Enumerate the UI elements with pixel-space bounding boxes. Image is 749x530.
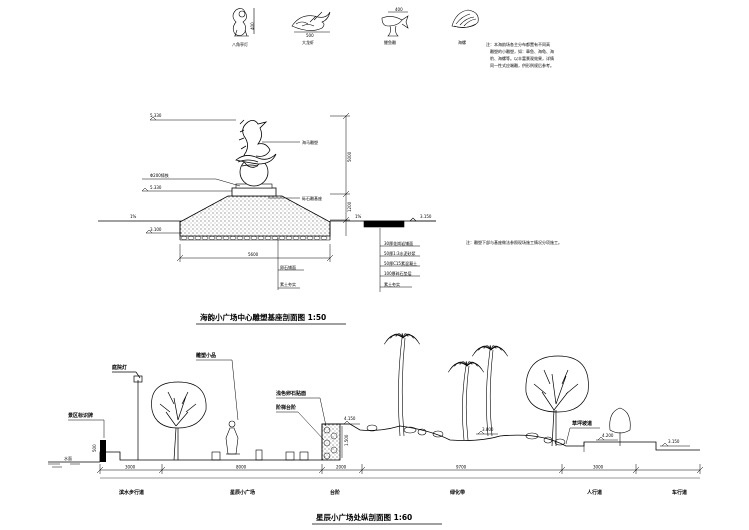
segment-name-label: 人行道 — [586, 489, 602, 496]
segment-name-label: 车行道 — [672, 489, 687, 496]
carp-sculpture-icon — [381, 11, 409, 37]
elev-mid-label: 5.330 — [150, 185, 162, 190]
segment-name-label: 绿化带 — [450, 489, 465, 496]
segment-name-label: 滨水步行道 — [119, 489, 144, 496]
legend-dim-a: 400 — [250, 22, 255, 30]
palm-tree-icon — [472, 345, 508, 437]
segment-dim-label: 2000 — [336, 465, 347, 470]
label-compacted-soil: 素土夯实 — [280, 281, 296, 287]
label-steps: 阶梯台阶 — [276, 404, 297, 411]
construction-layers — [379, 228, 420, 292]
stone-wall-pebbles — [323, 426, 338, 460]
label-pebble-paving: 卵石铺面 — [280, 264, 296, 270]
dim-height-1200: 1200 — [347, 201, 352, 212]
legend-item-4-label: 海螺 — [458, 39, 466, 45]
legend-note-line-1: 注：本海韵场各主分布都置有不同高 — [486, 41, 550, 47]
legend-note-line-3: 豹、海螺等。以丰富景观效果，详情 — [490, 55, 554, 61]
layer-3-label: 50厚C15素混凝土 — [384, 260, 417, 266]
dimension-chain: 3000 滨水步行道 8000 星辰小广场 2000 台阶 9700 绿化带 3000 人行道 车行… — [96, 464, 704, 496]
sculpture-pedestal — [231, 187, 277, 197]
small-tree-icon — [609, 407, 631, 446]
legend-note: 注：本海韵场各主分布都置有不同高 雕塑的小雕塑，如：章鱼、海龟、海 豹、海螺等。… — [486, 41, 554, 68]
label-sculpture: 海马雕塑 — [302, 139, 318, 145]
elevation-base — [145, 229, 182, 234]
lobster-sculpture-icon — [291, 11, 331, 33]
label-grass-slope: 草坪坡道 — [572, 420, 592, 427]
segment-name-label: 星辰小广场 — [230, 489, 255, 496]
legend-item-2-label: 大龙虾 — [302, 39, 314, 45]
legend-dim-b: 500 — [306, 33, 314, 38]
ground-profile — [48, 423, 700, 463]
dim-height-5000: 5000 — [347, 151, 352, 162]
legend-row: 400 八角亭灯 500 大龙虾 400 鲤鱼雕 海螺 — [232, 7, 479, 47]
dim-width-label: 5600 — [248, 252, 259, 257]
layer-2-label: 50厚1:3水泥砂浆 — [384, 250, 416, 256]
seahorse-sculpture-icon — [235, 119, 277, 168]
elev-label-3: 3.800 — [482, 427, 494, 432]
legend-dim-c: 400 — [395, 7, 403, 12]
legend-note-line-2: 雕塑的小雕塑，如：章鱼、海龟、海 — [490, 48, 554, 54]
elevation-mid — [141, 178, 241, 192]
tree-left-icon — [151, 381, 207, 461]
elev-label-1: 4.150 — [344, 416, 356, 421]
bollards — [211, 449, 309, 461]
ring-label: Φ200铸铁 — [150, 172, 169, 178]
section-2-title: 星辰小广场处纵剖面图 1:60 — [316, 512, 412, 522]
legend-item-1-label: 八角亭灯 — [232, 41, 248, 47]
pebble-row — [180, 235, 328, 241]
tree-right-icon — [525, 355, 589, 447]
water-surface — [48, 463, 80, 468]
palm-tree-icon — [384, 333, 420, 437]
elev-right-label: 3.150 — [420, 214, 432, 219]
dim-left-label: 500 — [92, 444, 97, 452]
elev-label-4: 4.200 — [602, 433, 614, 438]
height-dimension — [330, 112, 350, 236]
label-water: 水面 — [64, 455, 72, 461]
label-signboard: 景区标识牌 — [68, 412, 93, 419]
label-lamp: 庭院灯 — [112, 364, 127, 371]
legend-item-3-label: 鲤鱼雕 — [384, 39, 396, 45]
width-dimension — [176, 244, 334, 262]
boundary-post — [100, 440, 106, 462]
elevation-top — [149, 116, 236, 121]
segment-dim-label: 9700 — [456, 465, 467, 470]
garden-lamp-icon — [112, 371, 143, 460]
label-stone-base: 砾石雕基座 — [302, 195, 322, 201]
layer-5-label: 素土夯实 — [384, 281, 400, 287]
slope-left-label: 1% — [130, 214, 137, 219]
segment-name-label: 台阶 — [330, 489, 341, 496]
stone-wall — [321, 423, 341, 461]
sculpture-base-mound — [179, 195, 331, 237]
boulders — [366, 424, 566, 446]
elev-top-label: 5.330 — [150, 113, 162, 118]
section-2-longitudinal: 水面 500 景区标识牌 庭院灯 — [48, 333, 704, 525]
palm-trees — [384, 333, 508, 441]
label-sculpture-piece: 雕塑小品 — [196, 352, 216, 359]
conch-sculpture-icon — [451, 9, 479, 28]
section-1-title: 海韵小广场中心雕塑基座剖面图 1:50 — [200, 312, 326, 322]
elev-label-5: 3.150 — [668, 439, 680, 444]
segment-dim-label: 3000 — [593, 465, 604, 470]
label-wall-facing: 浅色卵石贴面 — [276, 390, 306, 397]
paving-sample — [363, 217, 436, 228]
lantern-sculpture-icon — [232, 8, 255, 37]
layer-4-label: 100厚碎石垫层 — [384, 270, 412, 276]
segment-dim-label: 8000 — [236, 465, 247, 470]
slope-right-label: 1% — [355, 214, 362, 219]
elev-base-label: 3.100 — [150, 227, 162, 232]
sculpture-figure-icon — [225, 420, 240, 455]
legend-note-line-4: 同一性式应端雕，供形例规后参考。 — [490, 62, 554, 68]
segment-dim-label: 3000 — [125, 465, 136, 470]
palm-tree-icon — [448, 361, 484, 441]
section-1-sculpture-base: 1% 1% — [98, 112, 562, 325]
layer-1-label: 30厚花岗岩铺面 — [384, 240, 413, 246]
section-1-note: 注：雕塑下部与基座做法参照现场施工情况分项施工。 — [466, 239, 562, 245]
elev-label-2: 1.500 — [344, 434, 349, 446]
